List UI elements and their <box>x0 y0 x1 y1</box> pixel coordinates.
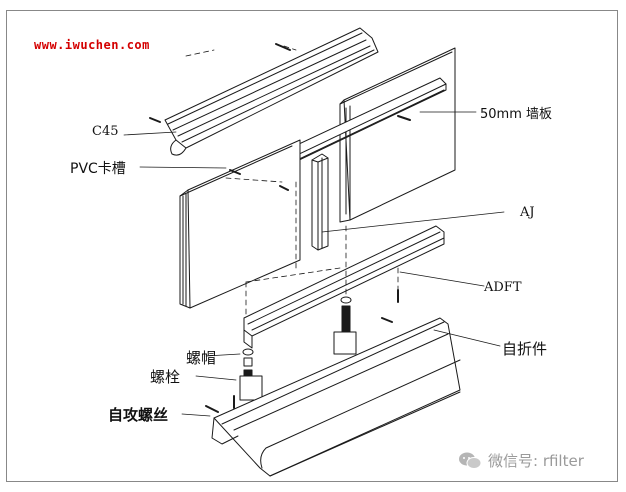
label-self-tapping-screw: 自攻螺丝 <box>108 406 169 424</box>
label-pvc-channel: PVC卡槽 <box>70 161 126 177</box>
left-wall-panel <box>179 139 301 309</box>
screw-markers <box>149 43 411 413</box>
self-folding-part <box>211 317 461 477</box>
alignment-lines <box>185 45 399 319</box>
right-wall-panel <box>339 47 456 223</box>
watermark-text: 微信号: rfilter <box>488 452 584 470</box>
label-wall-panel: 50mm 墙板 <box>480 107 553 122</box>
website-url: www.iwuchen.com <box>34 38 150 52</box>
wechat-icon <box>459 452 482 469</box>
adft-rail <box>243 225 445 349</box>
aj-connector <box>311 153 329 251</box>
c45-top-trim <box>164 27 379 156</box>
label-aj: AJ <box>520 205 535 220</box>
label-self-folding-part: 自折件 <box>502 340 548 358</box>
label-adft: ADFT <box>484 280 522 295</box>
label-nut-cap: 螺帽 <box>186 349 217 367</box>
wechat-watermark: 微信号: rfilter <box>458 450 584 471</box>
leader-lines <box>123 111 505 417</box>
figure-border <box>6 10 618 482</box>
label-c45: C45 <box>92 124 119 139</box>
label-bolt: 螺栓 <box>150 368 181 386</box>
